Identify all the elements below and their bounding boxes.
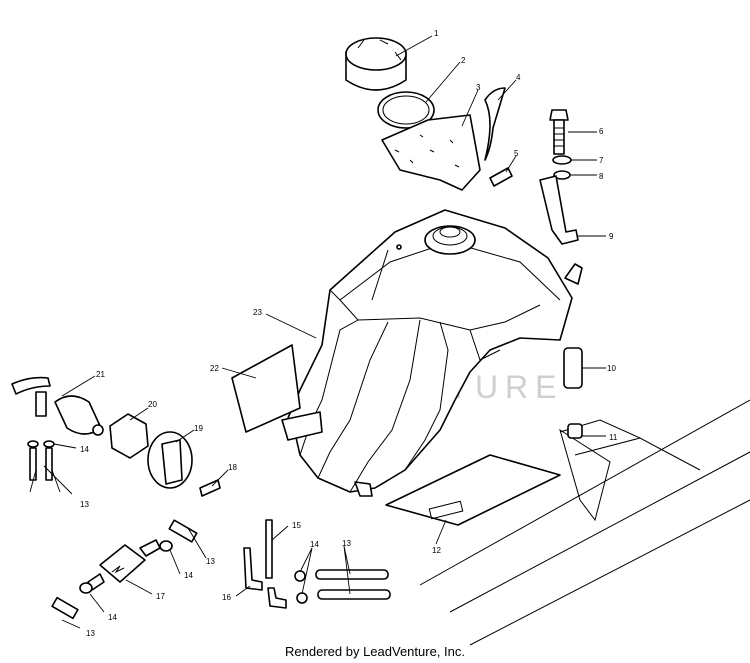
clamp-left-b xyxy=(43,440,55,448)
callout-labels: 1 2 3 4 5 6 7 8 9 10 11 12 13 14 15 16 1… xyxy=(80,29,618,638)
clamp-filter-out xyxy=(159,540,173,552)
mount-bracket xyxy=(539,175,579,245)
callout-8: 8 xyxy=(599,172,604,181)
callout-12: 12 xyxy=(432,546,441,555)
bushing xyxy=(567,423,583,439)
callout-6: 6 xyxy=(599,127,604,136)
callout-15: 15 xyxy=(292,521,301,530)
vent-tube xyxy=(265,519,273,579)
callout-11: 11 xyxy=(609,433,618,442)
leader-lines xyxy=(29,35,606,629)
clamp-right-b xyxy=(296,592,308,604)
callout-3: 3 xyxy=(476,83,481,92)
elbow-fitting-b xyxy=(267,587,287,609)
fuel-tank xyxy=(281,209,583,497)
callout-2: 2 xyxy=(461,56,466,65)
clamp-filter-in xyxy=(79,582,93,594)
fuel-line-left-a xyxy=(29,447,37,481)
clamp-right-a xyxy=(294,570,306,582)
callout-19: 19 xyxy=(194,424,203,433)
callout-17: 17 xyxy=(156,592,165,601)
valve-nut xyxy=(109,413,149,459)
callout-18: 18 xyxy=(228,463,237,472)
callout-20: 20 xyxy=(148,400,157,409)
callout-13-right: 13 xyxy=(342,539,351,548)
mount-bolt xyxy=(549,109,569,155)
callout-5: 5 xyxy=(514,149,519,158)
callout-13-left: 13 xyxy=(80,500,89,509)
fuel-line-filter-out xyxy=(168,519,198,543)
fuel-line-right-b xyxy=(317,589,391,600)
callout-21: 21 xyxy=(96,370,105,379)
fuel-cap xyxy=(345,37,407,91)
fuel-filter xyxy=(87,539,161,591)
frame-rails xyxy=(419,399,750,646)
callout-14-lower: 14 xyxy=(108,613,117,622)
callout-9: 9 xyxy=(609,232,614,241)
callout-13-filter-line: 13 xyxy=(206,557,215,566)
callout-1: 1 xyxy=(434,29,439,38)
elbow-fitting xyxy=(243,547,263,591)
valve-knob xyxy=(147,431,193,489)
callout-10: 10 xyxy=(607,364,616,373)
fuel-valve xyxy=(11,376,104,436)
callout-7: 7 xyxy=(599,156,604,165)
vent-fitting xyxy=(489,167,513,187)
fuel-line-right-a xyxy=(315,569,389,580)
callout-14-right: 14 xyxy=(310,540,319,549)
foam-filter xyxy=(381,114,481,191)
vent-hose xyxy=(484,87,506,161)
fuel-line-left-b xyxy=(45,447,53,481)
callout-4: 4 xyxy=(516,73,521,82)
callout-16: 16 xyxy=(222,593,231,602)
clamp-left-a xyxy=(27,440,39,448)
callout-23: 23 xyxy=(253,308,262,317)
callout-13-lower: 13 xyxy=(86,629,95,638)
callout-14-filter-clamp: 14 xyxy=(184,571,193,580)
lock-washer xyxy=(552,155,572,165)
spacer xyxy=(563,347,583,389)
callout-22: 22 xyxy=(210,364,219,373)
heat-shield xyxy=(231,344,301,433)
knob-screw xyxy=(199,479,221,497)
fuel-line-filter-in xyxy=(51,596,79,620)
footer-credit: Rendered by LeadVenture, Inc. xyxy=(285,644,465,659)
cap-gasket-ring xyxy=(377,91,435,129)
callout-14-left: 14 xyxy=(80,445,89,454)
tank-pad xyxy=(385,454,561,526)
